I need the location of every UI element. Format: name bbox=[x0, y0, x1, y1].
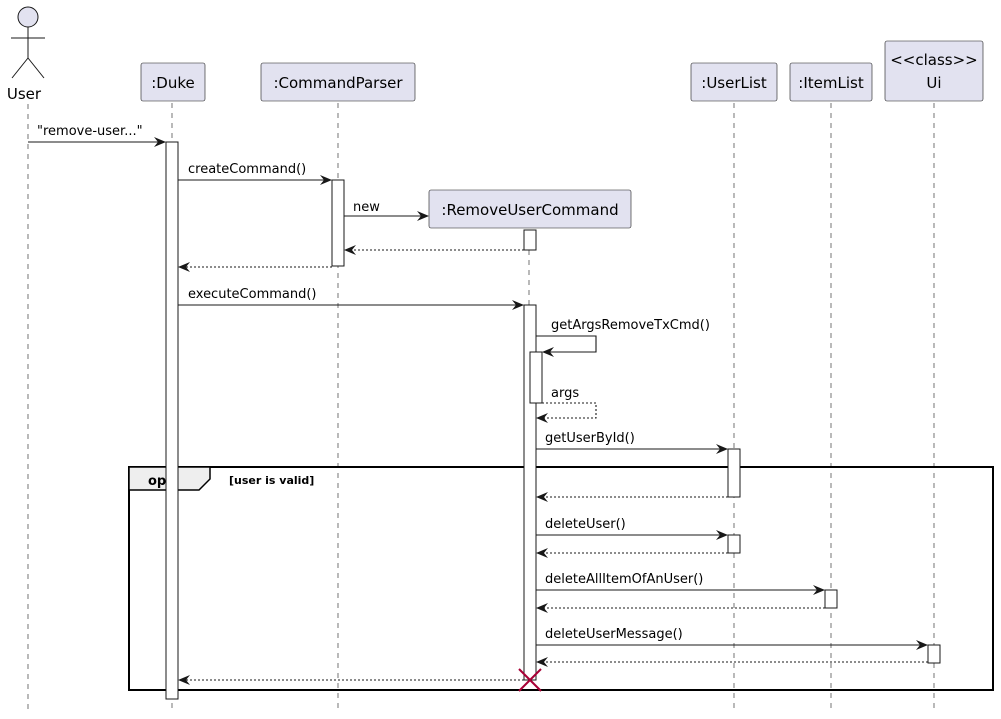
message-delete-user: deleteUser() bbox=[536, 517, 728, 540]
destroy-x-icon bbox=[518, 668, 542, 692]
participant-duke: :Duke bbox=[140, 62, 206, 102]
participant-label: :CommandParser bbox=[273, 74, 403, 92]
activation-item-list bbox=[824, 589, 838, 609]
participant-ui: <<class>> Ui bbox=[884, 40, 984, 102]
participant-label: :Duke bbox=[151, 74, 195, 92]
message-args-return: args bbox=[536, 386, 597, 423]
message-get-user-by-id: getUserById() bbox=[536, 431, 728, 454]
stick-figure-actor-icon bbox=[11, 6, 45, 79]
message-delete-user-message: deleteUserMessage() bbox=[536, 627, 928, 650]
message-delete-all-item-of-an-user: deleteAllItemOfAnUser() bbox=[536, 572, 825, 595]
message-remove-user: "remove-user..." bbox=[28, 124, 166, 147]
message-label: new bbox=[353, 200, 380, 215]
participant-label: :UserList bbox=[701, 74, 767, 92]
activation-duke bbox=[165, 141, 179, 700]
message-label: createCommand() bbox=[188, 162, 306, 177]
participant-command-parser: :CommandParser bbox=[260, 62, 416, 102]
message-new: new bbox=[344, 200, 429, 221]
activation-remove-user-command-init bbox=[523, 229, 537, 251]
activation-remove-user-command-nested bbox=[529, 351, 543, 404]
message-get-args-remove-tx-cmd: getArgsRemoveTxCmd() bbox=[536, 318, 710, 357]
message-execute-command: executeCommand() bbox=[178, 287, 524, 310]
message-label: deleteUserMessage() bbox=[545, 627, 683, 642]
actor-label: User bbox=[7, 85, 42, 103]
participant-label: :RemoveUserCommand bbox=[441, 201, 618, 219]
participant-user-list: :UserList bbox=[690, 62, 778, 102]
message-create-command: createCommand() bbox=[178, 162, 332, 185]
activation-command-parser bbox=[331, 179, 345, 267]
participant-label: :ItemList bbox=[798, 74, 864, 92]
opt-fragment-guard: [user is valid] bbox=[229, 474, 314, 487]
message-label: getUserById() bbox=[545, 431, 635, 446]
message-label: "remove-user..." bbox=[37, 124, 143, 139]
message-label: deleteAllItemOfAnUser() bbox=[545, 572, 703, 587]
participant-remove-user-command: :RemoveUserCommand bbox=[428, 189, 632, 229]
participant-stereotype: <<class>> bbox=[890, 51, 978, 69]
message-label: executeCommand() bbox=[188, 287, 317, 302]
message-label: deleteUser() bbox=[545, 517, 626, 532]
participant-item-list: :ItemList bbox=[789, 62, 873, 102]
message-label: args bbox=[551, 386, 579, 401]
participant-label: Ui bbox=[926, 74, 941, 92]
activation-user-list-1 bbox=[727, 448, 741, 498]
message-label: getArgsRemoveTxCmd() bbox=[551, 318, 710, 333]
activation-user-list-2 bbox=[727, 534, 741, 554]
activation-ui bbox=[927, 644, 941, 664]
